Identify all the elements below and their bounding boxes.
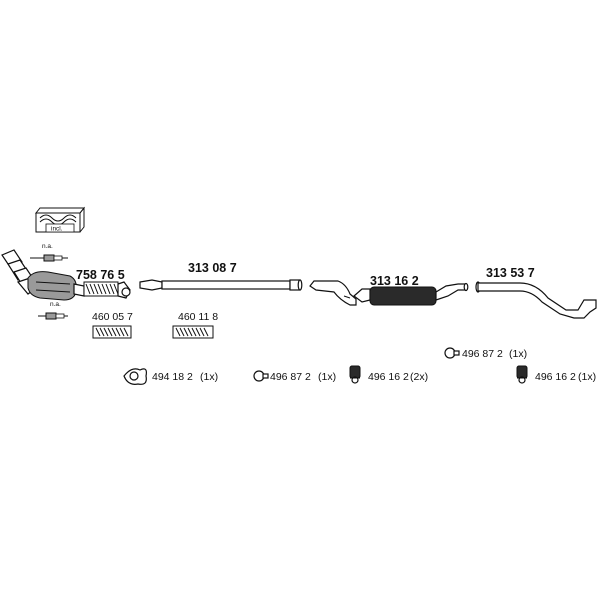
rubber-mount-1-number: 496 16 2 [368, 371, 409, 383]
front-pipe-assembly [1, 249, 131, 301]
lambda-sensor-top: n.a. [30, 243, 68, 262]
clamp-ring-icon [253, 370, 269, 382]
clamp-ring-1-number: 496 87 2 [270, 371, 311, 383]
clamp-ring-1-qty: (1x) [318, 371, 336, 383]
kit-box: incl. [34, 206, 86, 233]
mid-section-number: 313 08 7 [188, 261, 237, 275]
rubber-mount-icon [516, 365, 528, 384]
flex-pipe-2-number: 460 11 8 [178, 311, 218, 323]
mid-section-pipe [139, 279, 303, 291]
flex-pipe-1 [92, 325, 132, 339]
rear-pipe-number: 313 53 7 [486, 266, 535, 280]
clamp-ring-icon [444, 347, 460, 359]
gasket-qty: (1x) [200, 371, 218, 383]
na-label-top: n.a. [42, 243, 53, 250]
rubber-mount-1-qty: (2x) [410, 371, 428, 383]
rubber-mount-2-qty: (1x) [578, 371, 596, 383]
rubber-mount-icon [349, 365, 361, 384]
clamp-ring-2-number: 496 87 2 [462, 348, 503, 360]
gasket-number: 494 18 2 [152, 371, 193, 383]
na-label-bottom: n.a. [50, 301, 61, 308]
lambda-sensor-bottom: n.a. [38, 301, 68, 320]
rear-pipe [475, 281, 597, 319]
rubber-mount-2-number: 496 16 2 [535, 371, 576, 383]
front-pipe-number: 758 76 5 [76, 268, 125, 282]
middle-silencer [309, 280, 469, 306]
kit-box-label: incl. [51, 226, 63, 233]
clamp-ring-2-qty: (1x) [509, 348, 527, 360]
gasket-icon [123, 368, 147, 385]
middle-silencer-number: 313 16 2 [370, 274, 419, 288]
flex-pipe-2 [172, 325, 214, 339]
flex-pipe-1-number: 460 05 7 [92, 311, 133, 323]
